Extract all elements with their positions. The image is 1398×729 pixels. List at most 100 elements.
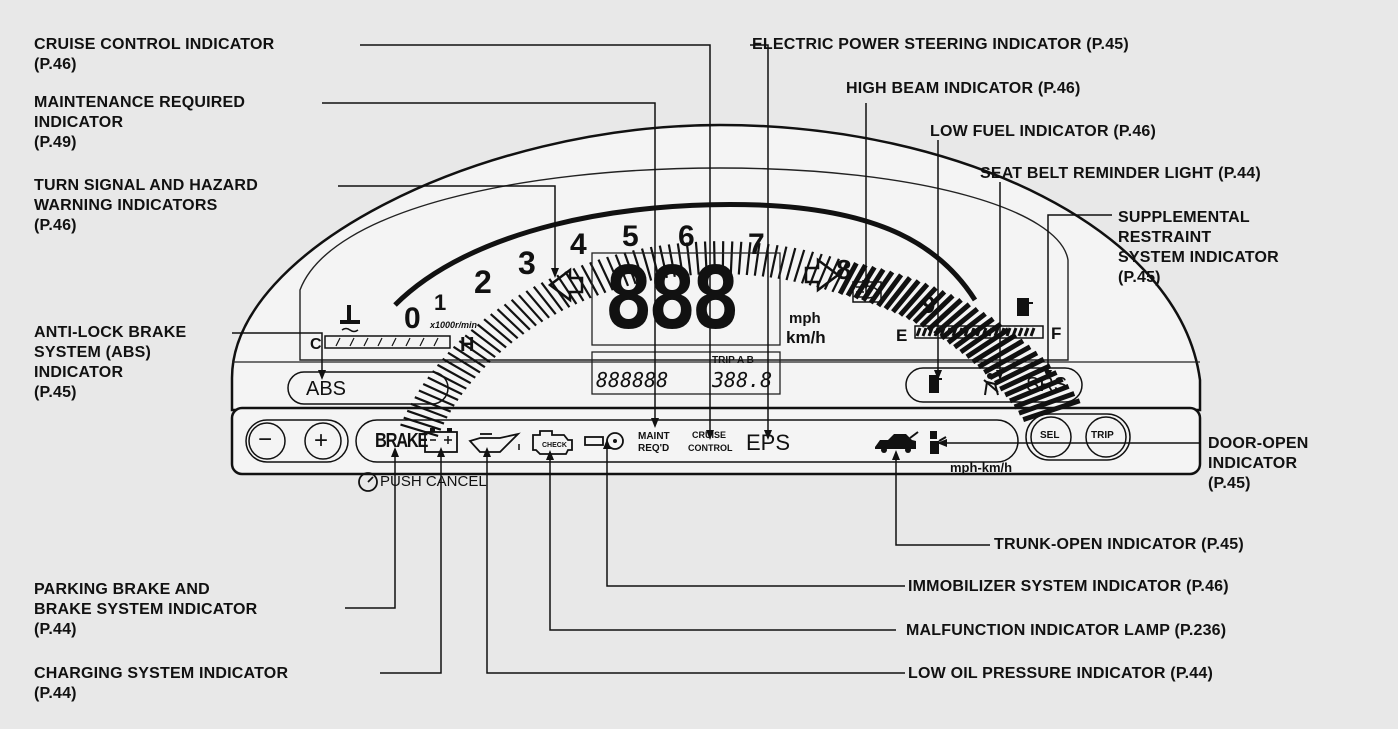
tachometer-bar-segment <box>713 241 716 275</box>
tachometer-bar-segment <box>540 282 564 312</box>
tachometer-bar-segment <box>769 244 779 278</box>
check-engine-icon: CHECK <box>532 430 573 455</box>
minus-button[interactable]: − <box>258 426 273 453</box>
trip-label: TRIP A B <box>712 355 754 366</box>
gauge-face-outline <box>299 167 1069 361</box>
leader-lines <box>232 44 1200 674</box>
fuel-gauge-segment <box>981 327 988 337</box>
warning-lamps-capsule <box>905 367 1083 403</box>
temp-high-label: H <box>460 334 475 356</box>
tachometer-bar-segment <box>483 318 513 344</box>
label-electric-power-steering-indicator: ELECTRIC POWER STEERING INDICATOR (P.45) <box>752 36 1129 53</box>
label-malfunction-indicator-lamp: MALFUNCTION INDICATOR LAMP (P.236) <box>906 622 1227 639</box>
temperature-gauge <box>324 305 451 349</box>
fuel-gauge-segment <box>1011 327 1018 337</box>
rpm-number-1: 1 <box>434 290 447 315</box>
fuel-gauge-segment <box>945 327 952 337</box>
tachometer-bar-segment <box>564 271 585 302</box>
svg-text:CHECK: CHECK <box>542 442 567 449</box>
temperature-gauge-segment <box>335 337 341 347</box>
tachometer-bar-segment <box>953 316 995 350</box>
tachometer-bar-segment <box>694 241 700 275</box>
fuel-gauge-segment <box>987 327 994 337</box>
tachometer-bar-segment <box>816 255 832 288</box>
tachometer-bar-segment <box>410 402 448 419</box>
tachometer-bar-segment <box>597 259 614 291</box>
minus-plus-capsule <box>245 419 349 463</box>
tachometer-bar-segment <box>489 313 519 340</box>
indicator-strip <box>355 419 1019 463</box>
label-trunk-open-indicator: TRUNK-OPEN INDICATOR (P.45) <box>994 536 1244 553</box>
tachometer-bar-segment <box>606 256 622 289</box>
tachometer-bar-segment <box>503 303 531 331</box>
temperature-gauge-segment <box>391 337 397 347</box>
tachometer-bar-segment <box>614 254 630 287</box>
tachometer-bar-segment <box>476 323 507 349</box>
label-seat-belt-reminder-light: SEAT BELT REMINDER LIGHT (P.44) <box>980 165 1261 182</box>
cruise-text-2: CONTROL <box>688 443 733 453</box>
tachometer-bar-segment <box>532 286 557 315</box>
tachometer-bar-segment <box>556 274 578 305</box>
tachometer-bar-segment <box>427 376 463 396</box>
speed-digits: 888 <box>604 249 740 349</box>
tachometer-bar-segment <box>845 263 868 298</box>
push-cancel-gauge-icon <box>358 472 378 492</box>
left-turn-arrow-icon <box>547 267 584 303</box>
tachometer-bar-segment <box>406 409 445 425</box>
rpm-number-9: 9 <box>922 292 936 319</box>
tachometer-bar-segment <box>905 286 938 321</box>
label-low-oil-pressure-indicator: LOW OIL PRESSURE INDICATOR (P.44) <box>908 665 1214 682</box>
high-beam-icon <box>852 281 882 303</box>
rpm-number-0: 0 <box>404 302 421 335</box>
tachometer-bar-segment <box>685 242 692 276</box>
tachometer-bar-segment <box>496 308 525 335</box>
tachometer-bar-segment <box>640 248 653 281</box>
sel-button[interactable]: SEL <box>1040 430 1060 441</box>
tachometer-bar-segment <box>831 261 849 293</box>
fuel-gauge <box>914 298 1044 339</box>
rpm-unit: x1000r/min <box>430 320 478 330</box>
rpm-number-3: 3 <box>518 245 536 281</box>
eps-text: EPS <box>746 430 791 455</box>
fuel-gauge-segment <box>975 327 982 337</box>
srs-text: SRS <box>1026 374 1068 396</box>
fuel-gauge-segment <box>993 327 1000 337</box>
abs-text: ABS <box>306 378 347 400</box>
tachometer-bar-segment <box>808 253 823 286</box>
fuel-gauge-segment <box>963 327 970 337</box>
brake-text: BRAKE <box>375 430 428 452</box>
tachometer-bar-segment <box>676 243 684 277</box>
tachometer-bar-segment <box>999 363 1052 392</box>
label-low-fuel-indicator: LOW FUEL INDICATOR (P.46) <box>930 123 1157 140</box>
tachometer-bar-segment <box>883 276 912 311</box>
trip-button[interactable]: TRIP <box>1091 430 1114 441</box>
tachometer-bar-segment <box>1018 391 1076 416</box>
tachometer-bar-segment <box>510 298 537 327</box>
tachometer-bar-segment <box>1009 376 1064 404</box>
fuel-full-label: F <box>1051 324 1062 343</box>
temperature-gauge-segment <box>363 337 369 347</box>
rpm-number-7: 7 <box>748 228 765 261</box>
tachometer-bar-segment <box>525 290 550 319</box>
odometer-display-frame <box>591 351 781 395</box>
rpm-number-2: 2 <box>474 264 492 300</box>
tachometer-bar-segment <box>658 245 668 279</box>
plus-button[interactable]: + <box>314 427 329 454</box>
temperature-gauge-segment <box>433 337 439 347</box>
fuel-gauge-segment <box>969 327 976 337</box>
trip-readout: 388.8 <box>712 368 773 392</box>
tachometer-bar-segment <box>470 329 502 354</box>
minus-button-ring <box>248 422 286 460</box>
sel-trip-capsule <box>1025 413 1131 461</box>
tachometer-bar-segment <box>458 340 491 364</box>
speed-unit-mph: mph <box>789 310 821 327</box>
fuel-gauge-segment <box>939 327 946 337</box>
tachometer-bar-segment <box>912 289 947 324</box>
trip-button-ring <box>1085 416 1127 458</box>
fuel-gauge-segment <box>1029 327 1036 337</box>
speedometer-display-frame <box>591 252 781 346</box>
fuel-gauge-segment <box>921 327 928 337</box>
